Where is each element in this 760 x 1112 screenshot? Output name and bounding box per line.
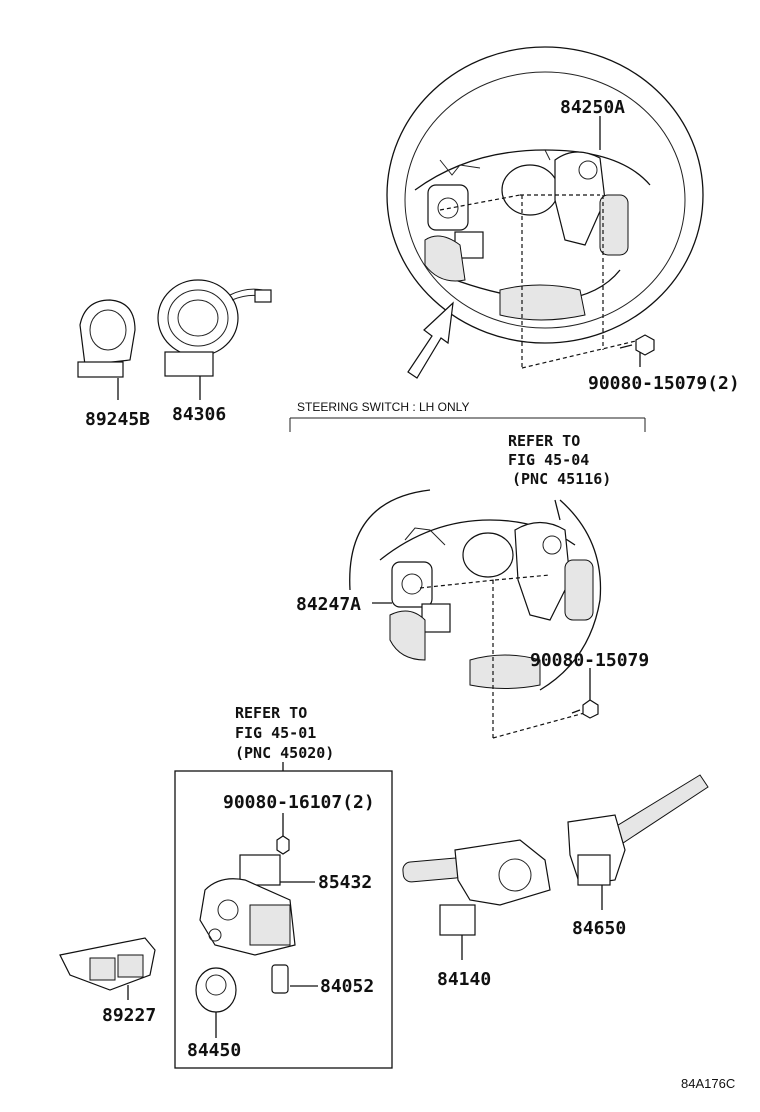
- refer-a-line1: REFER TO: [508, 432, 580, 450]
- lower-leader-lines: [372, 574, 591, 739]
- label-84052: 84052: [320, 976, 374, 997]
- label-89227: 89227: [102, 1005, 156, 1026]
- label-84650: 84650: [572, 918, 626, 939]
- steering-wheel-upper: [386, 46, 704, 379]
- part-84140-drawing: [402, 839, 551, 960]
- steering-switch-bracket: [289, 417, 646, 432]
- part-89227-drawing: [59, 937, 156, 1000]
- refer-b-line1: REFER TO: [235, 704, 307, 722]
- refer-a-line3: (PNC 45116): [512, 470, 611, 488]
- label-84247A: 84247A: [296, 594, 361, 615]
- steering-wheel-lower: [349, 489, 602, 691]
- part-84052-drawing: [271, 964, 318, 994]
- label-90080-16107-2: 90080-16107(2): [223, 792, 375, 813]
- label-85432: 85432: [318, 872, 372, 893]
- refer-b-line3: (PNC 45020): [235, 744, 334, 762]
- label-84306: 84306: [172, 404, 226, 425]
- refer-b-line2: FIG 45-01: [235, 724, 316, 742]
- label-90080-15079-2: 90080-15079(2): [588, 373, 740, 394]
- label-89245B: 89245B: [85, 409, 150, 430]
- ignition-group-box: [174, 770, 393, 1069]
- steering-switch-note: STEERING SWITCH : LH ONLY: [297, 400, 469, 414]
- part-84306-drawing: [157, 279, 272, 400]
- screw-90080-15079: [571, 699, 599, 719]
- screw-90080-15079-2: [619, 334, 655, 356]
- label-84140: 84140: [437, 969, 491, 990]
- part-84650-drawing: [567, 774, 709, 910]
- label-84250A: 84250A: [560, 97, 625, 118]
- screw-90080-16107: [276, 813, 290, 855]
- part-89245B-drawing: [77, 299, 136, 400]
- figure-id: 84A176C: [681, 1076, 735, 1091]
- refer-a-line2: FIG 45-04: [508, 451, 589, 469]
- label-90080-15079: 90080-15079: [530, 650, 649, 671]
- part-84450-drawing: [195, 967, 237, 1038]
- label-84450: 84450: [187, 1040, 241, 1061]
- ignition-lock-assembly: [199, 854, 315, 956]
